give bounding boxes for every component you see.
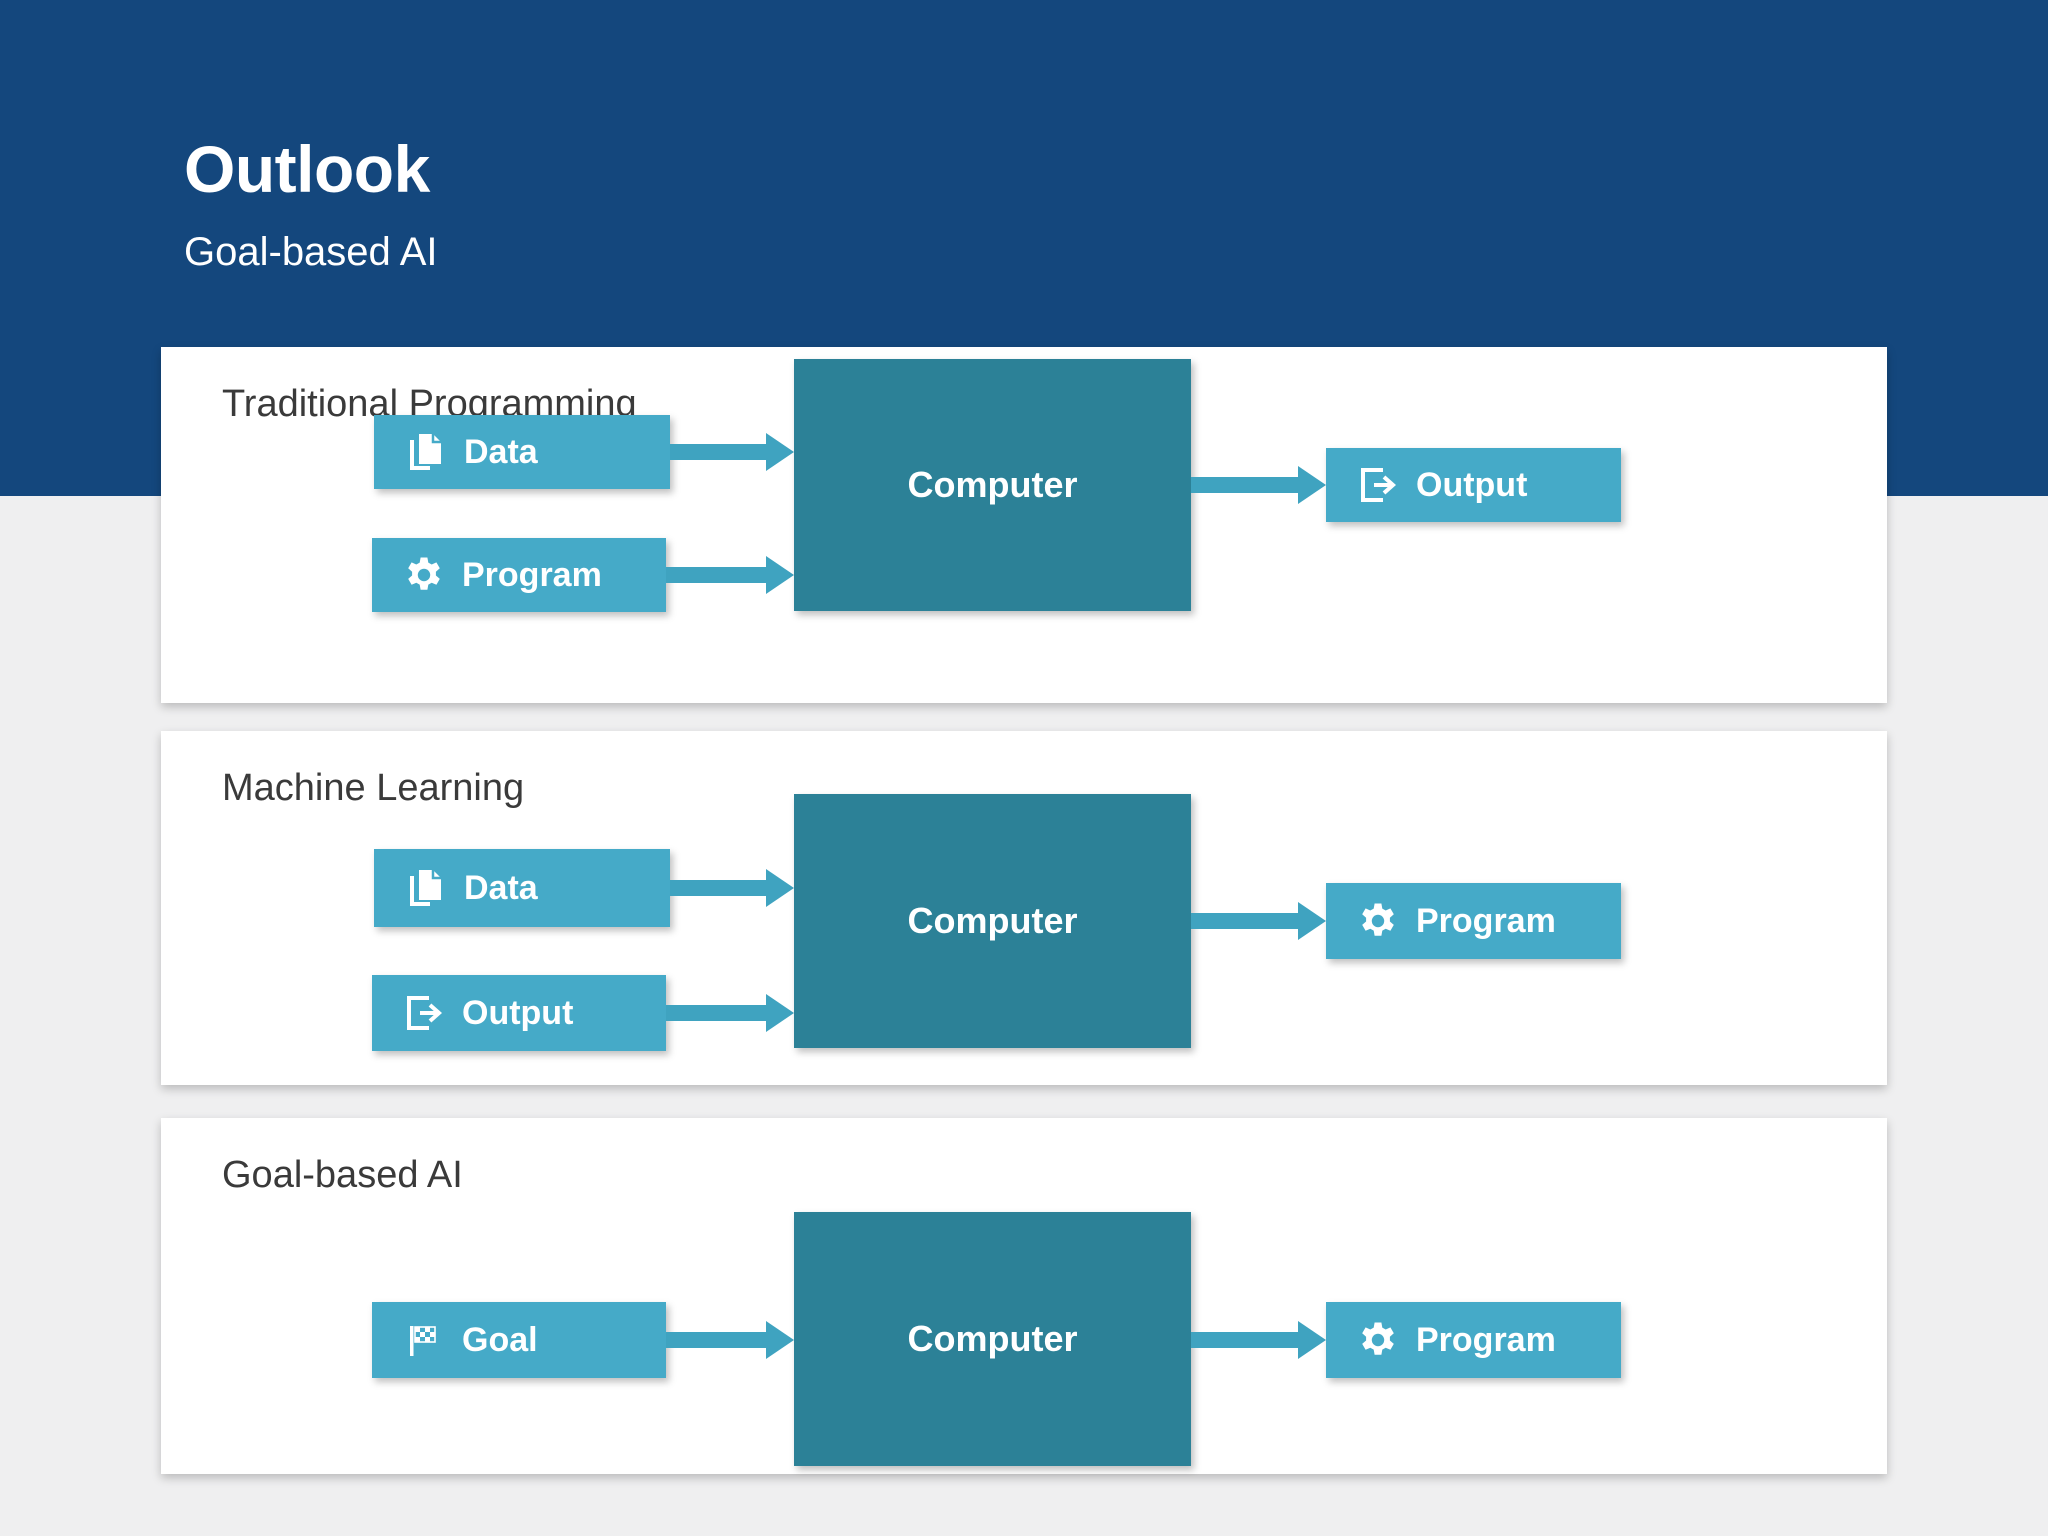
documents-icon xyxy=(406,432,446,472)
node-label: Program xyxy=(462,556,602,594)
node-processor-computer[interactable]: Computer xyxy=(794,359,1191,611)
flow-diagram: Goal Computer xyxy=(161,1118,1887,1474)
gear-icon xyxy=(404,555,444,595)
export-arrow-icon xyxy=(1358,465,1398,505)
node-label: Program xyxy=(1416,902,1556,940)
node-input-data[interactable]: Data xyxy=(374,415,670,489)
node-label: Program xyxy=(1416,1321,1556,1359)
checkered-flag-icon xyxy=(404,1320,444,1360)
node-output-output[interactable]: Output xyxy=(1326,448,1621,522)
node-processor-computer[interactable]: Computer xyxy=(794,794,1191,1048)
node-input-program[interactable]: Program xyxy=(372,538,666,612)
panel-goal-based-ai: Goal-based AI xyxy=(161,1118,1887,1474)
node-input-goal[interactable]: Goal xyxy=(372,1302,666,1378)
node-label: Output xyxy=(1416,466,1528,504)
panel-title: Goal-based AI xyxy=(222,1154,463,1196)
node-label: Data xyxy=(464,433,538,471)
node-input-output[interactable]: Output xyxy=(372,975,666,1051)
node-label: Output xyxy=(462,994,574,1032)
flow-diagram: Data Program xyxy=(161,347,1887,703)
panel-title: Machine Learning xyxy=(222,767,525,809)
page-title: Outlook xyxy=(184,132,430,206)
node-output-program[interactable]: Program xyxy=(1326,1302,1621,1378)
flow-diagram: Data Output xyxy=(161,731,1887,1085)
node-label: Computer xyxy=(907,464,1078,505)
export-arrow-icon xyxy=(404,993,444,1033)
panel-machine-learning: Machine Learning Data xyxy=(161,731,1887,1085)
node-label: Data xyxy=(464,869,538,907)
node-output-program[interactable]: Program xyxy=(1326,883,1621,959)
gear-icon xyxy=(1358,1320,1398,1360)
node-processor-computer[interactable]: Computer xyxy=(794,1212,1191,1466)
page-subtitle: Goal-based AI xyxy=(184,230,438,274)
node-label: Computer xyxy=(907,900,1078,941)
node-label: Computer xyxy=(907,1318,1078,1359)
gear-icon xyxy=(1358,901,1398,941)
node-input-data[interactable]: Data xyxy=(374,849,670,927)
panel-traditional-programming: Traditional Programming Data xyxy=(161,347,1887,703)
documents-icon xyxy=(406,868,446,908)
node-label: Goal xyxy=(462,1321,538,1359)
